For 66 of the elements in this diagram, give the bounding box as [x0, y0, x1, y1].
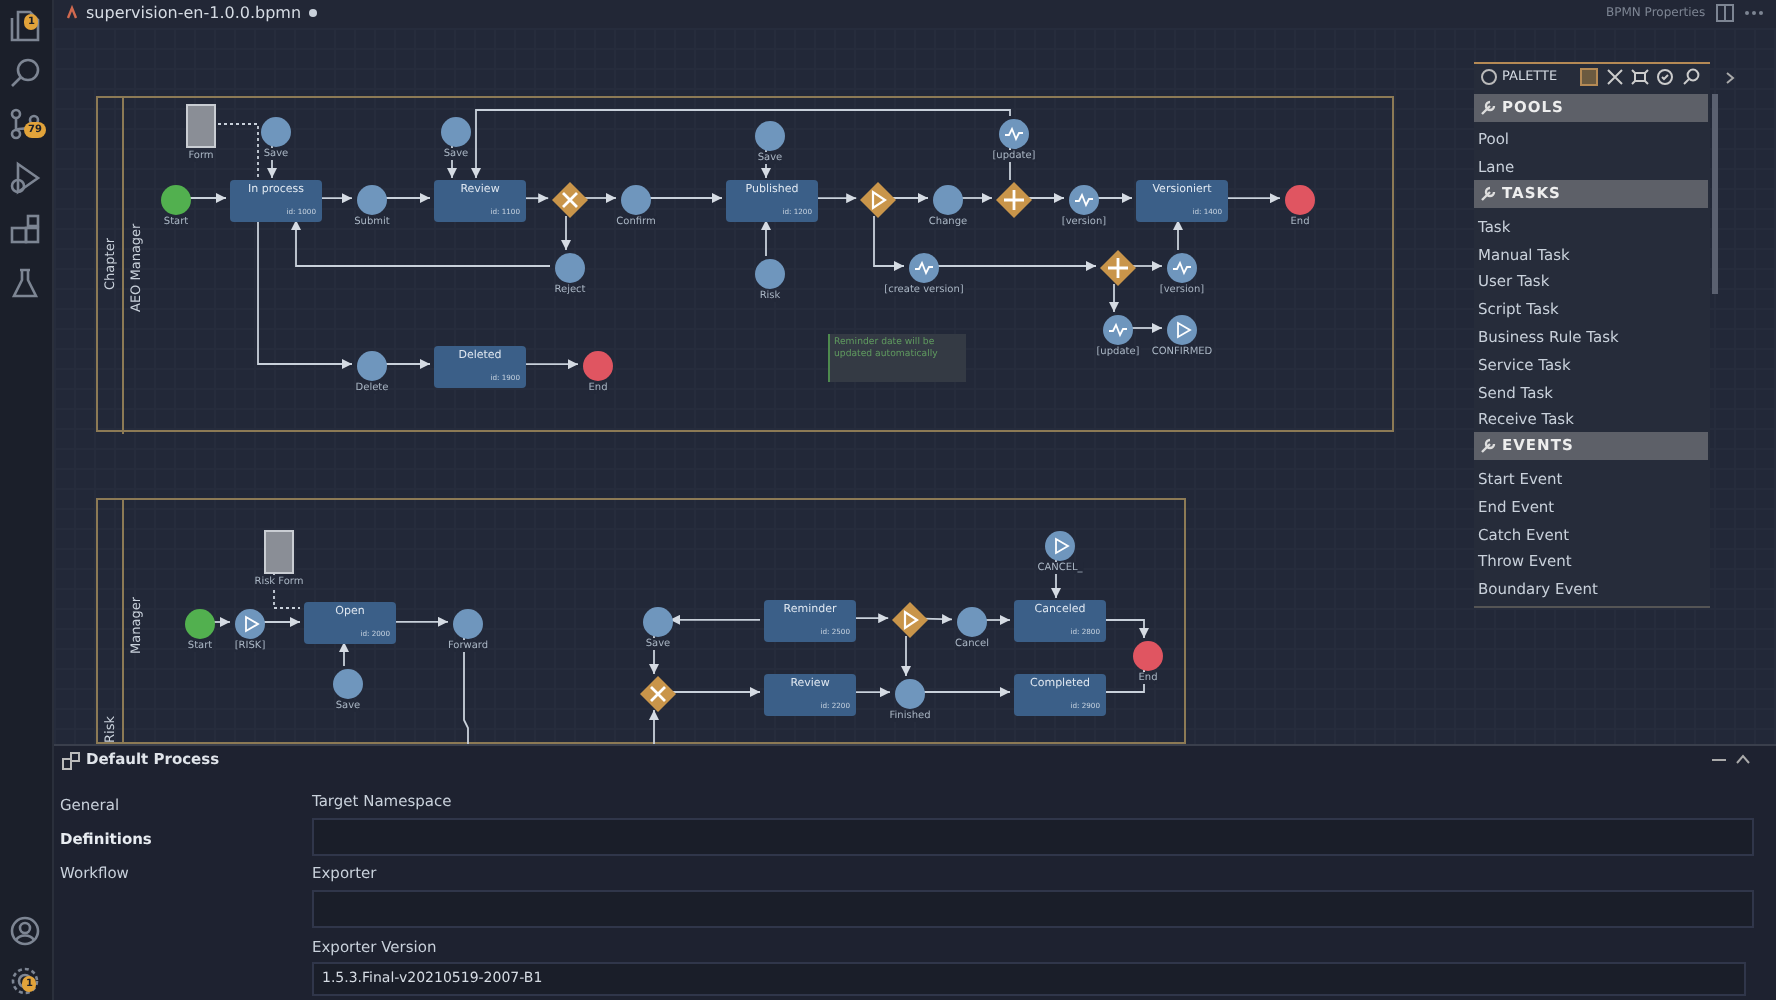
- arrow: [521, 193, 550, 204]
- task-box: [230, 180, 322, 222]
- arrow: [1101, 619, 1149, 639]
- task-box: [1014, 674, 1106, 716]
- arrow: [1005, 147, 1015, 181]
- text-annotation: [828, 334, 966, 382]
- arrow: [261, 617, 301, 627]
- arrow: [447, 145, 457, 179]
- task-box: [1014, 600, 1106, 642]
- arrow: [1131, 261, 1163, 271]
- arrow: [1223, 193, 1281, 204]
- arrow: [851, 613, 890, 624]
- sequence-line: [463, 637, 469, 745]
- arrow: [1173, 219, 1183, 251]
- arrow: [583, 193, 617, 203]
- arrow: [257, 219, 353, 369]
- arrow: [1101, 669, 1149, 693]
- gateway-diamond: [860, 182, 896, 218]
- gateway-diamond: [996, 182, 1032, 218]
- arrow: [521, 359, 579, 370]
- arrow: [649, 709, 659, 745]
- file-tab-title: supervision-en-1.0.0.bpmn: [86, 4, 302, 24]
- arrow: [1027, 193, 1065, 203]
- task-box: [1136, 180, 1228, 222]
- arrow: [891, 193, 929, 203]
- arrow: [649, 635, 659, 675]
- gateway-diamond: [640, 676, 676, 712]
- arrow: [983, 615, 1011, 625]
- arrow: [291, 219, 551, 267]
- arrow: [1095, 193, 1133, 203]
- arrow: [383, 193, 431, 203]
- task-box: [726, 180, 818, 222]
- arrow: [471, 109, 1011, 179]
- task-box: [304, 602, 396, 644]
- arrow: [647, 193, 723, 203]
- arrow: [317, 193, 353, 204]
- association-line: [273, 571, 301, 609]
- gateway-diamond: [552, 182, 588, 218]
- arrow: [873, 215, 905, 271]
- task-box: [434, 180, 526, 222]
- arrow: [1051, 559, 1061, 599]
- arrow: [187, 193, 227, 203]
- arrow: [761, 149, 771, 179]
- arrow: [211, 617, 231, 627]
- arrow: [391, 616, 449, 627]
- task-box: [764, 674, 856, 716]
- arrow: [671, 687, 761, 697]
- gateway-diamond: [892, 602, 928, 638]
- arrow: [339, 641, 349, 667]
- task-box: [764, 600, 856, 642]
- arrow: [761, 219, 771, 257]
- arrow: [813, 193, 858, 204]
- gateway-diamond: [1100, 250, 1136, 286]
- arrow: [267, 145, 277, 179]
- arrow: [1109, 283, 1119, 313]
- arrow: [669, 614, 761, 625]
- arrow: [921, 687, 1011, 697]
- arrow: [935, 261, 1097, 271]
- task-box: [434, 346, 526, 388]
- arrow: [851, 687, 891, 698]
- arrow: [901, 635, 911, 677]
- arrow: [959, 193, 993, 203]
- arrow: [383, 359, 431, 369]
- arrow: [922, 614, 953, 625]
- arrow: [1129, 323, 1163, 333]
- arrow: [561, 215, 571, 251]
